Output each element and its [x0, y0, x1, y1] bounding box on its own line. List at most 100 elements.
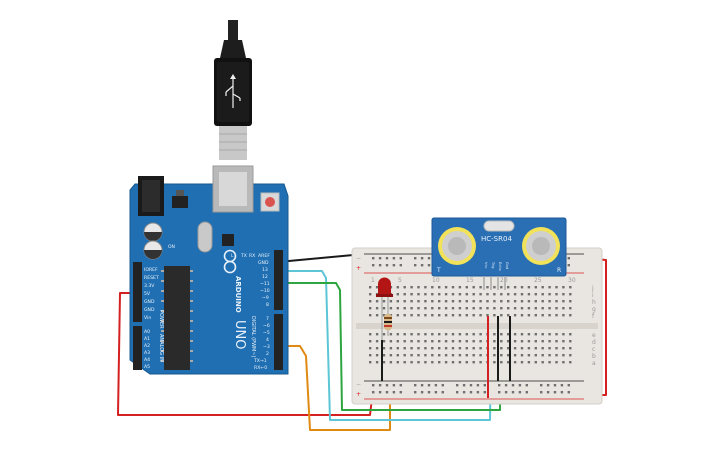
breadboard-hole	[396, 340, 399, 343]
red-led[interactable]	[376, 277, 393, 340]
resistor[interactable]	[384, 312, 392, 336]
row-letter: h	[592, 299, 596, 306]
breadboard-hole	[424, 293, 427, 296]
breadboard-hole	[469, 391, 473, 394]
breadboard-hole	[410, 354, 413, 357]
breadboard-hole	[427, 264, 431, 267]
breadboard-hole	[498, 384, 501, 387]
column-number: 25	[534, 277, 542, 284]
microcontroller-chip	[164, 266, 190, 370]
breadboard-hole	[465, 286, 468, 289]
breadboard-hole	[555, 293, 558, 296]
breadboard-hole	[507, 361, 510, 364]
breadboard-hole	[562, 354, 565, 357]
breadboard-hole	[527, 347, 531, 350]
analog-header-title: ANALOG IN	[158, 334, 164, 362]
breadboard-hole	[513, 286, 517, 289]
breadboard-hole	[382, 333, 386, 336]
breadboard-hole	[427, 391, 431, 394]
breadboard-hole	[527, 300, 531, 303]
breadboard-hole	[541, 340, 544, 343]
breadboard-hole	[396, 300, 399, 303]
breadboard-hole	[392, 384, 396, 387]
breadboard-hole	[479, 307, 482, 310]
breadboard-hole	[540, 384, 543, 387]
breadboard-hole	[500, 300, 503, 303]
breadboard-hole	[525, 384, 528, 387]
breadboard-hole	[513, 293, 517, 296]
digital-pin-label: TX→1	[253, 358, 267, 364]
breadboard-hole	[486, 293, 489, 296]
breadboard-hole	[500, 293, 503, 296]
breadboard-hole	[438, 293, 441, 296]
breadboard-hole	[403, 307, 406, 310]
column-number: 1	[371, 277, 375, 284]
breadboard-hole	[424, 354, 427, 357]
power-header	[133, 262, 142, 322]
breadboard-hole	[569, 340, 572, 343]
breadboard-hole	[493, 333, 496, 336]
breadboard-hole	[417, 286, 420, 289]
breadboard-hole	[569, 333, 572, 336]
breadboard-hole	[500, 333, 503, 336]
breadboard-hole	[375, 286, 379, 289]
breadboard-hole	[527, 340, 531, 343]
digital-pin-label: 7	[266, 316, 269, 322]
digital-pin-label: 2	[266, 351, 269, 357]
breadboard-hole	[513, 300, 517, 303]
breadboard-hole	[378, 391, 382, 394]
arduino-uno-board[interactable]: IOREF RESET 3.3V 5V GND GND Vin A0 A1 A2…	[129, 165, 289, 375]
breadboard-hole	[382, 361, 386, 364]
breadboard-hole	[472, 286, 475, 289]
breadboard-hole	[424, 300, 427, 303]
breadboard-hole	[569, 307, 572, 310]
sensor-pin-label: Gnd	[505, 262, 509, 269]
breadboard-hole	[375, 307, 379, 310]
breadboard-hole	[458, 314, 462, 317]
breadboard-hole	[431, 307, 434, 310]
breadboard-hole	[479, 354, 482, 357]
breadboard-hole	[504, 384, 508, 387]
breadboard-hole	[417, 347, 420, 350]
breadboard-hole	[403, 300, 406, 303]
power-pin-label: Vin	[144, 315, 151, 321]
breadboard-hole	[417, 300, 420, 303]
breadboard-hole	[444, 361, 448, 364]
ultrasonic-sensor-hc-sr04[interactable]: HC-SR04 T R Vcc Trig Echo Gnd	[431, 217, 567, 290]
column-number: 10	[432, 277, 440, 284]
breadboard-hole	[399, 264, 402, 267]
breadboard-hole	[520, 300, 524, 303]
breadboard-hole	[518, 384, 522, 387]
breadboard-hole	[451, 314, 455, 317]
breadboard-hole	[534, 293, 537, 296]
power-pin-label: GND	[144, 307, 155, 313]
breadboard-hole	[396, 307, 399, 310]
breadboard-hole	[548, 361, 551, 364]
digital-header-title: DIGITAL (PWM~)	[250, 316, 256, 358]
breadboard-hole	[472, 307, 475, 310]
breadboard-hole	[403, 340, 406, 343]
breadboard-hole	[382, 347, 386, 350]
receiver-transducer	[522, 227, 560, 265]
breadboard-hole	[438, 300, 441, 303]
breadboard-hole	[444, 347, 448, 350]
transmitter-transducer	[438, 227, 476, 265]
breadboard-hole	[438, 333, 441, 336]
breadboard-hole	[534, 340, 537, 343]
breadboard-hole	[555, 314, 558, 317]
breadboard-hole	[507, 286, 510, 289]
breadboard-hole	[427, 384, 431, 387]
breadboard-hole	[410, 347, 413, 350]
reset-button-icon[interactable]	[260, 192, 280, 212]
breadboard-hole	[458, 354, 462, 357]
breadboard-hole	[500, 340, 503, 343]
breadboard-hole	[511, 391, 515, 394]
breadboard-hole	[451, 354, 455, 357]
breadboard-hole	[410, 361, 413, 364]
digital-pin-label: ~9	[262, 295, 269, 301]
digital-pin-label: RX←0	[254, 365, 267, 371]
breadboard-hole	[486, 314, 489, 317]
led-label: ON	[168, 244, 175, 250]
breadboard-hole	[472, 293, 475, 296]
analog-pin-label: A3	[144, 350, 150, 356]
